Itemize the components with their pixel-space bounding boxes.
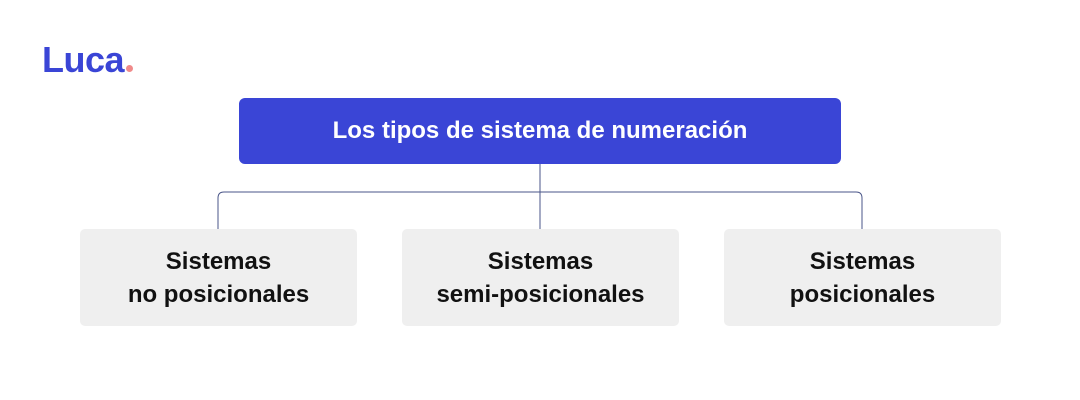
child-node-line2: no posicionales [127, 280, 310, 308]
connector-branch [217, 191, 863, 229]
child-node-line2: posicionales [789, 280, 936, 308]
child-node-posicionales: Sistemas posicionales [724, 229, 1001, 326]
child-node-line1: Sistemas [487, 247, 594, 275]
luca-logo: Luca [42, 39, 134, 80]
child-node-line1: Sistemas [165, 247, 272, 275]
root-node: Los tipos de sistema de numeración [239, 98, 841, 164]
root-node-label: Los tipos de sistema de numeración [332, 117, 748, 144]
child-node-no-posicionales: Sistemas no posicionales [80, 229, 357, 326]
child-node-line1: Sistemas [809, 247, 916, 275]
child-node-line2: semi-posicionales [436, 280, 645, 308]
logo-text: Luca [42, 39, 125, 80]
child-node-semi-posicionales: Sistemas semi-posicionales [402, 229, 679, 326]
logo-dot-icon [126, 65, 134, 72]
